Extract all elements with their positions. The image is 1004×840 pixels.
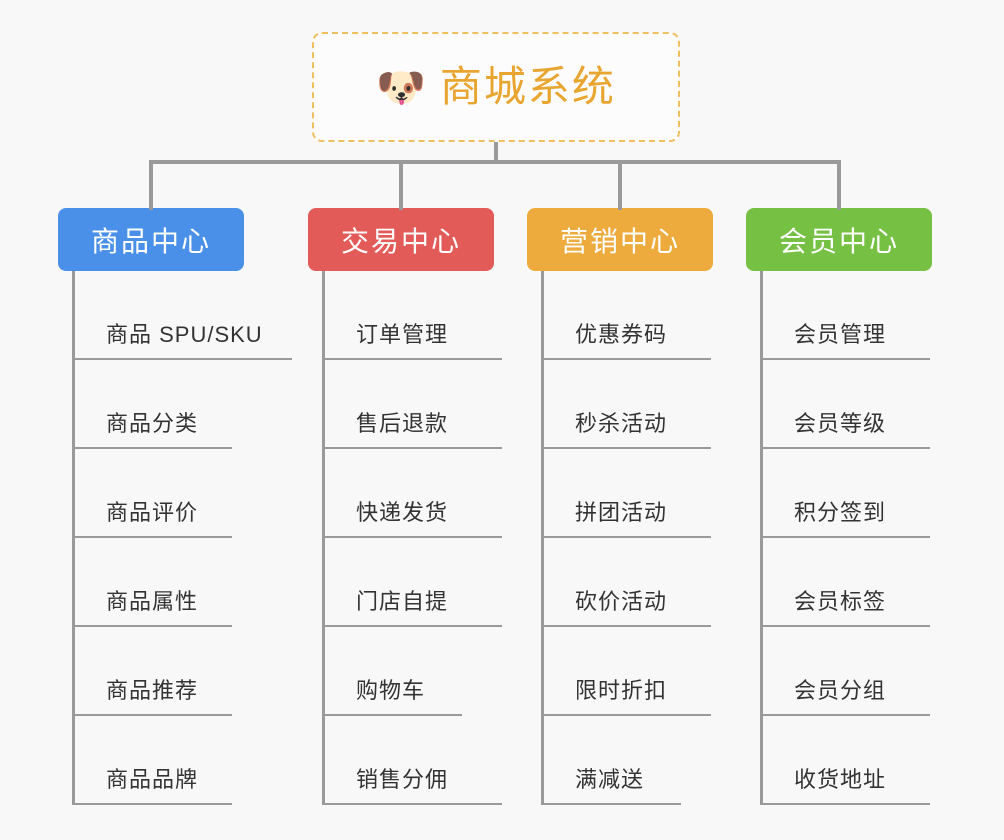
leaf-item[interactable]: 会员等级 [760,360,966,449]
leaf-item-underline [541,714,711,716]
leaf-item-label: 商品推荐 [106,678,199,703]
leaf-item-underline [322,358,502,360]
leaf-list-product-center: 商品 SPU/SKU 商品分类商品评价商品属性商品推荐商品品牌 [72,271,292,805]
leaf-item[interactable]: 门店自提 [322,538,528,627]
leaf-list-trade-center: 订单管理售后退款快递发货门店自提购物车销售分佣 [322,271,528,805]
connector-drop-product-center [149,160,153,210]
leaf-item-underline [760,714,930,716]
leaf-item-underline [541,447,711,449]
leaf-item[interactable]: 会员管理 [760,271,966,360]
connector-horizontal-bus [150,160,840,164]
leaf-item[interactable]: 会员分组 [760,627,966,716]
leaf-item[interactable]: 收货地址 [760,716,966,805]
leaf-item[interactable]: 拼团活动 [541,449,747,538]
root-node-mall-system[interactable]: 🐶 商城系统 [312,32,680,142]
leaf-item-label: 拼团活动 [575,500,668,525]
leaf-item-underline [72,358,292,360]
leaf-item[interactable]: 优惠券码 [541,271,747,360]
leaf-item-label: 商品品牌 [106,767,199,792]
leaf-item-label: 门店自提 [356,589,449,614]
leaf-item-label: 收货地址 [794,767,887,792]
leaf-item-label: 订单管理 [356,322,449,347]
connector-drop-trade-center [399,160,403,210]
leaf-list-member-center: 会员管理会员等级积分签到会员标签会员分组收货地址 [760,271,966,805]
leaf-item[interactable]: 商品评价 [72,449,278,538]
leaf-item[interactable]: 砍价活动 [541,538,747,627]
category-column-product-center: 商品中心商品 SPU/SKU 商品分类商品评价商品属性商品推荐商品品牌 [58,208,292,805]
dog-face-icon: 🐶 [376,66,426,110]
connector-drop-marketing-center [618,160,622,210]
leaf-item-underline [760,625,930,627]
leaf-list-marketing-center: 优惠券码秒杀活动拼团活动砍价活动限时折扣满减送 [541,271,747,805]
leaf-item[interactable]: 购物车 [322,627,528,716]
leaf-item-label: 会员管理 [794,322,887,347]
connector-spine-product-center [72,271,75,805]
connector-spine-trade-center [322,271,325,805]
leaf-item-label: 会员标签 [794,589,887,614]
category-column-marketing-center: 营销中心优惠券码秒杀活动拼团活动砍价活动限时折扣满减送 [527,208,747,805]
root-node-title: 商城系统 [439,63,616,110]
leaf-item[interactable]: 售后退款 [322,360,528,449]
category-header-trade-center[interactable]: 交易中心 [308,208,494,271]
leaf-item[interactable]: 秒杀活动 [541,360,747,449]
connector-spine-marketing-center [541,271,544,805]
leaf-item[interactable]: 商品推荐 [72,627,278,716]
leaf-item[interactable]: 销售分佣 [322,716,528,805]
leaf-item-underline [541,803,681,805]
leaf-item-underline [541,358,711,360]
leaf-item-label: 售后退款 [356,411,449,436]
leaf-item-underline [72,536,232,538]
leaf-item-underline [541,536,711,538]
connector-root-stem [494,142,498,164]
leaf-item-underline [760,536,930,538]
leaf-item[interactable]: 商品分类 [72,360,278,449]
leaf-item[interactable]: 积分签到 [760,449,966,538]
leaf-item-label: 秒杀活动 [575,411,668,436]
leaf-item-underline [322,447,502,449]
leaf-item-underline [541,625,711,627]
leaf-item-label: 商品 SPU/SKU [106,322,263,347]
leaf-item-label: 商品属性 [106,589,199,614]
leaf-item-underline [760,447,930,449]
leaf-item-label: 快递发货 [356,500,449,525]
category-column-trade-center: 交易中心订单管理售后退款快递发货门店自提购物车销售分佣 [308,208,528,805]
leaf-item[interactable]: 限时折扣 [541,627,747,716]
leaf-item-underline [322,803,502,805]
leaf-item-underline [72,803,232,805]
category-column-member-center: 会员中心会员管理会员等级积分签到会员标签会员分组收货地址 [746,208,966,805]
leaf-item-underline [72,625,232,627]
leaf-item-underline [72,714,232,716]
leaf-item-label: 商品分类 [106,411,199,436]
leaf-item-underline [322,625,502,627]
leaf-item-label: 购物车 [356,678,426,703]
leaf-item-label: 限时折扣 [575,678,668,703]
leaf-item-label: 会员分组 [794,678,887,703]
leaf-item-label: 会员等级 [794,411,887,436]
leaf-item[interactable]: 会员标签 [760,538,966,627]
category-header-product-center[interactable]: 商品中心 [58,208,244,271]
leaf-item-underline [322,714,462,716]
leaf-item[interactable]: 满减送 [541,716,747,805]
leaf-item-underline [760,358,930,360]
leaf-item[interactable]: 商品品牌 [72,716,278,805]
leaf-item-underline [322,536,502,538]
leaf-item-label: 满减送 [575,767,645,792]
category-header-member-center[interactable]: 会员中心 [746,208,932,271]
leaf-item[interactable]: 商品 SPU/SKU [72,271,292,360]
leaf-item[interactable]: 商品属性 [72,538,278,627]
connector-spine-member-center [760,271,763,805]
leaf-item-label: 商品评价 [106,500,199,525]
leaf-item-underline [760,803,930,805]
leaf-item[interactable]: 快递发货 [322,449,528,538]
leaf-item-label: 砍价活动 [575,589,668,614]
leaf-item[interactable]: 订单管理 [322,271,528,360]
leaf-item-label: 销售分佣 [356,767,449,792]
leaf-item-underline [72,447,232,449]
connector-drop-member-center [837,160,841,210]
leaf-item-label: 优惠券码 [575,322,668,347]
category-header-marketing-center[interactable]: 营销中心 [527,208,713,271]
leaf-item-label: 积分签到 [794,500,887,525]
